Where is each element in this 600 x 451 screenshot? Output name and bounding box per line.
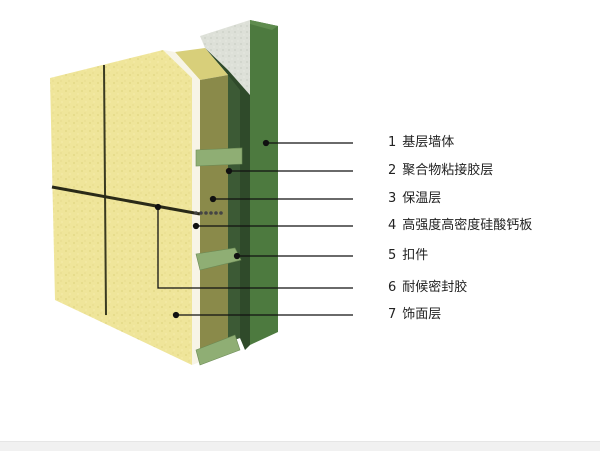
sealant-beads	[194, 211, 223, 215]
leader-lines	[154, 139, 353, 319]
adhesive-layer	[205, 48, 250, 350]
facing-panel	[50, 50, 201, 365]
brackets	[195, 147, 243, 366]
board-edge	[163, 50, 200, 365]
insulation-layer	[175, 48, 228, 360]
wall-section-illustration	[50, 20, 353, 366]
base-wall	[200, 20, 278, 345]
footer-strip	[0, 441, 600, 451]
